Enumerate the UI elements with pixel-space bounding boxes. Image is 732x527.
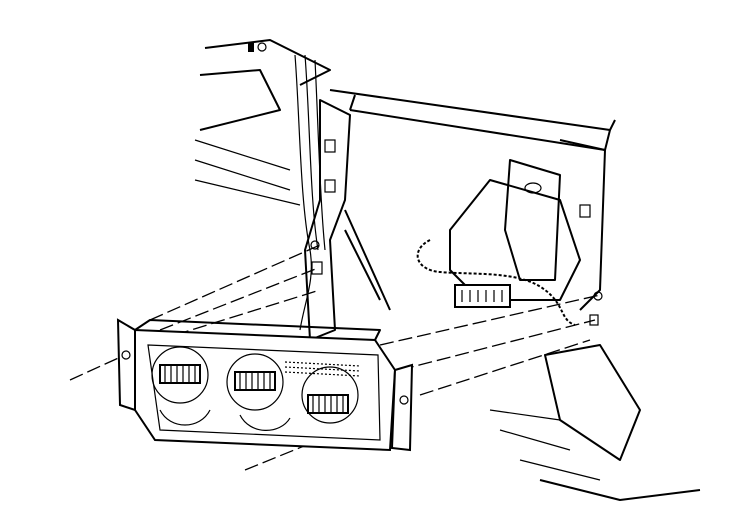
- mounting-screws: [310, 240, 603, 326]
- control-knob-center: [226, 353, 284, 411]
- control-knob-left: [151, 346, 209, 404]
- harness-connector: [454, 284, 511, 308]
- wire-harness-coil: [416, 239, 576, 326]
- control-knob-right: [301, 366, 359, 424]
- blower-housing: [449, 159, 591, 301]
- dash-structure: [194, 39, 616, 311]
- hvac-control-assembly: [116, 318, 414, 452]
- floor-structure: [489, 344, 701, 501]
- mounting-bracket: [304, 99, 391, 341]
